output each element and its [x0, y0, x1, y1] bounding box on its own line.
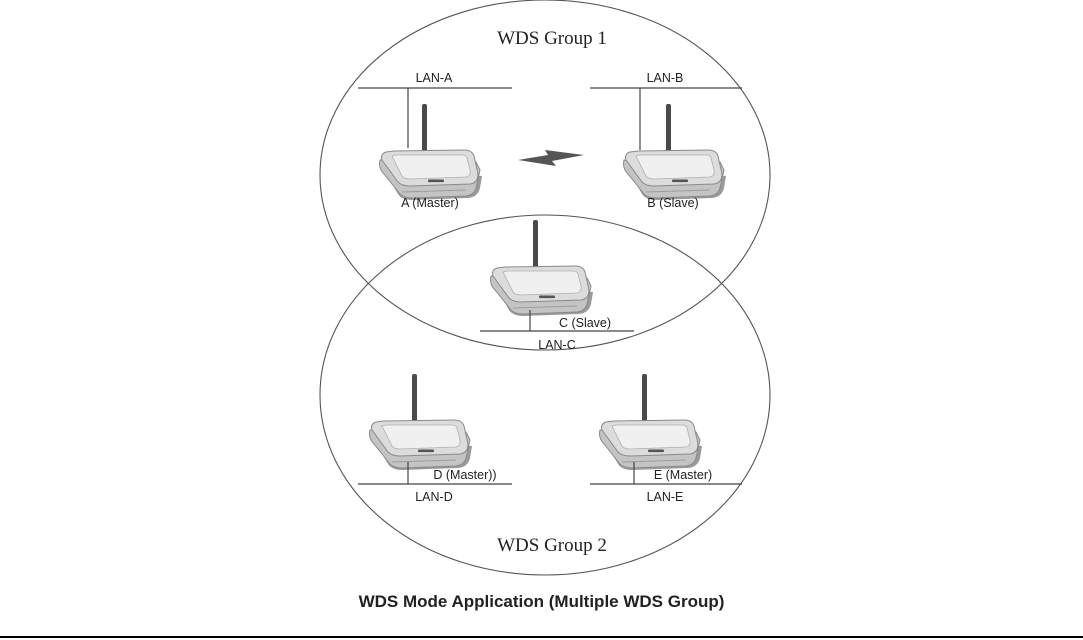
wds-group-2-label: WDS Group 2	[497, 535, 607, 556]
router-e-icon	[600, 374, 703, 470]
lan-a-label: LAN-A	[416, 71, 453, 85]
device-c-label: C (Slave)	[559, 316, 611, 330]
device-b-label: B (Slave)	[647, 196, 698, 210]
router-a-icon	[380, 104, 483, 200]
lan-c-label: LAN-C	[538, 338, 576, 352]
bottom-divider	[0, 636, 1083, 638]
lan-b-label: LAN-B	[647, 71, 684, 85]
device-a-label: A (Master)	[401, 196, 459, 210]
router-c-icon	[491, 220, 594, 316]
wireless-link-icon	[518, 150, 584, 166]
device-d-label: D (Master))	[433, 468, 496, 482]
wds-group-1-label: WDS Group 1	[497, 28, 607, 49]
figure-caption: WDS Mode Application (Multiple WDS Group…	[0, 592, 1083, 612]
device-e-label: E (Master)	[654, 468, 712, 482]
lan-e-label: LAN-E	[647, 490, 684, 504]
router-d-icon	[370, 374, 473, 470]
lan-d-label: LAN-D	[415, 490, 453, 504]
router-b-icon	[624, 104, 727, 200]
